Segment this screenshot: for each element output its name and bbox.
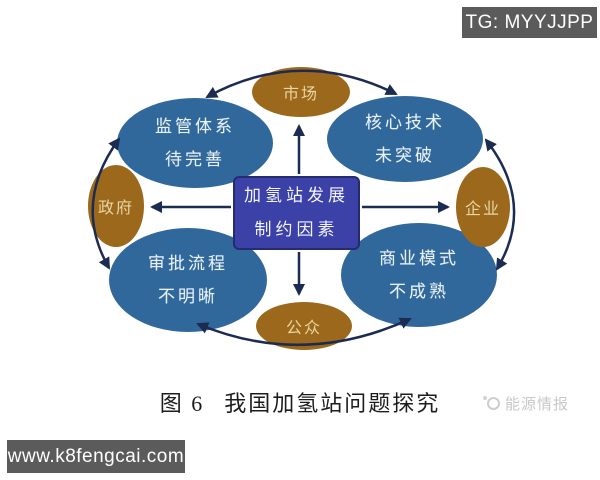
stakeholder-ellipse-government: 政府	[88, 165, 144, 247]
publisher-watermark-text: 能源情报	[505, 396, 570, 413]
publisher-watermark: 能源情报	[483, 392, 570, 414]
figure-number: 图 6	[159, 391, 205, 416]
website-watermark-badge: www.k8fengcai.com	[7, 440, 185, 473]
stakeholder-ellipse-public: 公众	[256, 302, 352, 350]
stakeholder-ellipse-enterprise: 企业	[456, 167, 510, 247]
stakeholder-ellipse-market: 市场	[252, 67, 350, 117]
factor-ellipse-regulation: 监管体系 待完善	[117, 98, 273, 188]
factor-ellipse-technology: 核心技术 未突破	[327, 96, 483, 182]
center-topic-box: 加氢站发展 制约因素	[233, 176, 360, 250]
publisher-logo-icon	[483, 395, 500, 410]
figure-caption: 图 6 我国加氢站问题探究	[0, 386, 600, 418]
telegram-watermark-badge: TG: MYYJJPP	[462, 7, 597, 38]
figure-title: 我国加氢站问题探究	[224, 391, 441, 416]
